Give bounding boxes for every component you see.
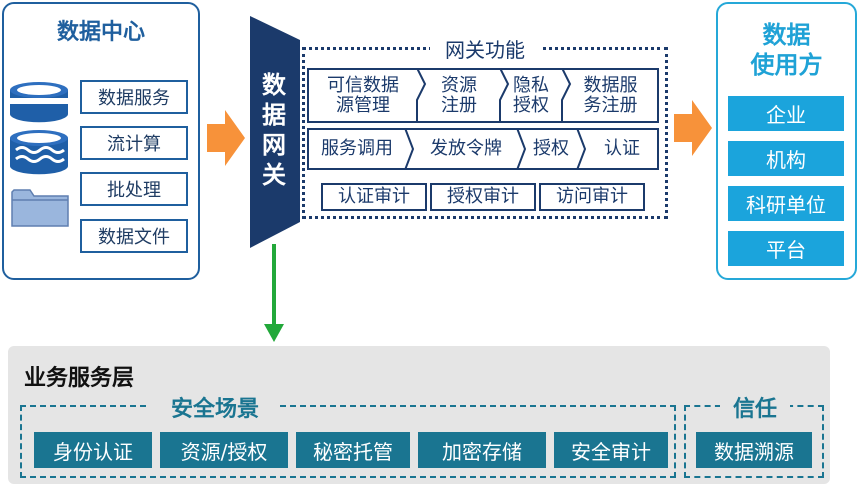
data-users-title: 数据 使用方 <box>750 21 823 79</box>
data-center-title: 数据中心 <box>56 20 145 45</box>
folder-icon <box>11 189 69 227</box>
data-center-icons <box>10 82 69 227</box>
func-privacy-authorization: 隐私授权 <box>513 75 549 116</box>
stream-database-icon <box>10 130 68 175</box>
func-service-invocation: 服务调用 <box>321 138 393 159</box>
func-resource-registration: 资源注册 <box>441 75 477 116</box>
function-row-1 <box>307 68 659 123</box>
func-auth-audit: 认证审计 <box>321 183 427 211</box>
scenario-security-audit: 安全审计 <box>554 432 668 468</box>
service-layer-title: 业务服务层 <box>24 366 135 391</box>
scenario-encrypted-storage: 加密存储 <box>418 432 546 468</box>
trust-label: 信任 <box>720 391 790 423</box>
user-platform: 平台 <box>728 231 844 266</box>
func-service-registration: 数据服务注册 <box>583 75 638 116</box>
function-row-2 <box>307 128 659 170</box>
user-research-unit: 科研单位 <box>728 186 844 221</box>
row-1-dividers <box>416 68 572 123</box>
scenario-resource-authorization: 资源/授权 <box>160 432 288 468</box>
func-access-audit: 访问审计 <box>539 183 645 211</box>
func-authentication: 认证 <box>604 138 640 159</box>
arrow-right-icon <box>674 100 712 156</box>
func-trusted-source-mgmt: 可信数据源管理 <box>327 75 399 116</box>
dc-item-stream-compute: 流计算 <box>80 126 188 160</box>
func-issue-token: 发放令牌 <box>430 138 502 159</box>
row-2-dividers <box>404 128 587 170</box>
scenario-identity-auth: 身份认证 <box>34 432 152 468</box>
scenario-secret-escrow: 秘密托管 <box>296 432 410 468</box>
gateway-functions-title: 网关功能 <box>430 34 540 63</box>
security-scenarios-group <box>20 405 676 478</box>
dc-item-data-files: 数据文件 <box>80 219 188 253</box>
user-enterprise: 企业 <box>728 96 844 131</box>
gateway-label: 数 据 网 关 <box>262 71 286 189</box>
func-authorization-audit: 授权审计 <box>430 183 536 211</box>
trust-data-provenance: 数据溯源 <box>696 432 812 468</box>
security-scenarios-label: 安全场景 <box>150 391 280 423</box>
dc-item-batch-processing: 批处理 <box>80 172 188 206</box>
database-icon <box>10 82 68 123</box>
gateway-shape <box>250 16 300 248</box>
arrow-right-icon <box>207 110 245 166</box>
arrow-down-icon <box>264 244 284 342</box>
dc-item-data-service: 数据服务 <box>80 80 188 114</box>
user-institution: 机构 <box>728 141 844 176</box>
func-authorization: 授权 <box>533 138 569 159</box>
